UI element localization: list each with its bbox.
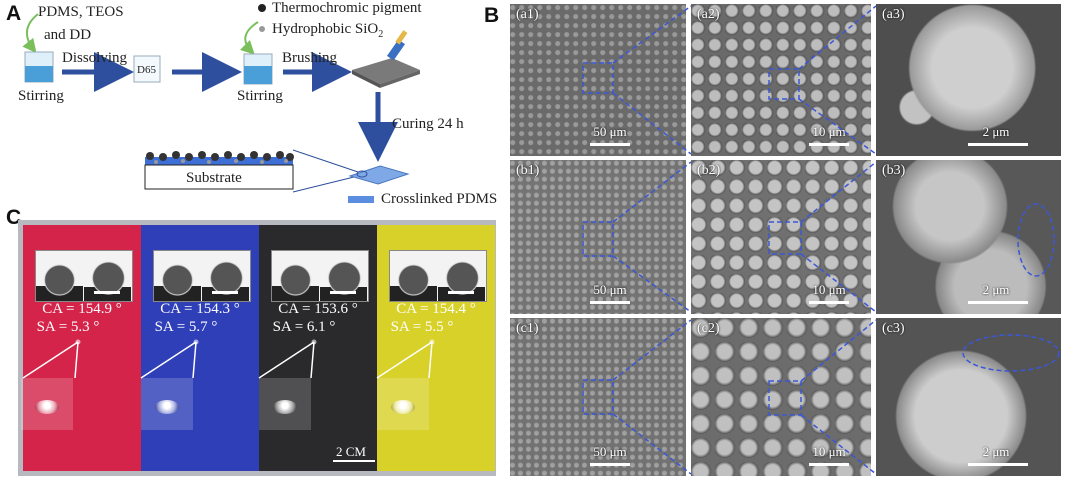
brushing-plate-icon bbox=[352, 30, 420, 88]
sliding-angle-4: SA = 5.5 ° bbox=[390, 319, 454, 335]
sliding-angle-1: SA = 5.3 ° bbox=[36, 319, 100, 335]
brushing-label: Brushing bbox=[282, 50, 338, 66]
curing-label: Curing 24 h bbox=[392, 116, 464, 132]
droplet-zoom-2 bbox=[141, 378, 193, 430]
panel-label-b: B bbox=[484, 4, 500, 27]
sliding-angle-2: SA = 5.7 ° bbox=[154, 319, 218, 335]
sem-scale-text-c1: 50 μm bbox=[593, 444, 627, 459]
sem-scale-text-c3: 2 μm bbox=[982, 444, 1010, 459]
droplet-inset-2 bbox=[153, 250, 251, 302]
sem-image-a3: (a3) 2 μm bbox=[876, 4, 1061, 156]
sem-scalebar-c2 bbox=[809, 463, 849, 466]
panel-a-schematic bbox=[22, 4, 420, 203]
sem-scalebar-b1 bbox=[590, 301, 630, 304]
sem-scale-text-b3: 2 μm bbox=[982, 282, 1010, 297]
pigment-dot-icon bbox=[258, 4, 266, 12]
sem-scalebar-c3 bbox=[968, 463, 1028, 466]
sem-image-b2: (b2) 10 μm bbox=[691, 160, 871, 314]
legend-label: Crosslinked PDMS bbox=[381, 191, 498, 207]
pigment-label: Thermochromic pigment bbox=[272, 0, 422, 16]
sem-image-c1: (c1) 50 μm bbox=[510, 318, 686, 476]
sem-label-a1: (a1) bbox=[516, 7, 539, 22]
sem-scalebar-a2 bbox=[809, 143, 849, 146]
contact-angle-2: CA = 154.3 ° bbox=[160, 301, 240, 317]
sem-label-c1: (c1) bbox=[516, 321, 539, 336]
panel-label-c: C bbox=[6, 206, 22, 229]
sem-image-c3: (c3) 2 μm bbox=[876, 318, 1061, 476]
droplet-inset-4 bbox=[389, 250, 487, 302]
sem-scale-text-b1: 50 μm bbox=[593, 282, 627, 297]
sem-label-a3: (a3) bbox=[882, 7, 905, 22]
dissolving-label: Dissolving bbox=[62, 50, 128, 66]
sem-scale-text-a1: 50 μm bbox=[593, 124, 627, 139]
sem-scale-text-c2: 10 μm bbox=[812, 444, 846, 459]
photo-scalebar bbox=[333, 460, 375, 462]
sliding-angle-3: SA = 6.1 ° bbox=[272, 319, 336, 335]
contact-angle-4: CA = 154.4 ° bbox=[396, 301, 476, 317]
sem-scalebar-b3 bbox=[968, 301, 1028, 304]
stirring-label-2: Stirring bbox=[237, 88, 283, 104]
reagents-line-1: PDMS, TEOS bbox=[38, 4, 124, 20]
droplet-zoom-3 bbox=[259, 378, 311, 430]
sem-scale-text-a2: 10 μm bbox=[812, 124, 846, 139]
sio2-label: Hydrophobic SiO2 bbox=[272, 21, 384, 40]
sem-scalebar-a1 bbox=[590, 143, 630, 146]
sem-label-c2: (c2) bbox=[697, 321, 720, 336]
sem-label-b3: (b3) bbox=[882, 163, 906, 178]
substrate-cross-section bbox=[144, 151, 294, 190]
sem-scale-text-b2: 10 μm bbox=[812, 282, 846, 297]
beaker-2-icon bbox=[243, 53, 273, 85]
sem-label-b1: (b1) bbox=[516, 163, 540, 178]
contact-angle-3: CA = 153.6 ° bbox=[278, 301, 358, 317]
coated-plate-icon bbox=[348, 165, 410, 185]
contact-angle-1: CA = 154.9 ° bbox=[42, 301, 122, 317]
green-curve-arrow-2 bbox=[239, 21, 259, 55]
stirring-label-1: Stirring bbox=[18, 88, 64, 104]
sem-scalebar-b2 bbox=[809, 301, 849, 304]
sem-image-b1: (b1) 50 μm bbox=[510, 160, 686, 314]
panel-label-a: A bbox=[6, 2, 22, 25]
beaker-1-icon bbox=[24, 51, 54, 83]
beaker-d65-icon bbox=[133, 55, 161, 83]
substrate-label: Substrate bbox=[186, 170, 242, 186]
d65-label: D65 bbox=[137, 64, 156, 76]
sem-label-a2: (a2) bbox=[697, 7, 720, 22]
droplet-zoom-4 bbox=[377, 378, 429, 430]
green-curve-arrow-1 bbox=[22, 13, 39, 54]
sem-image-c2: (c2) 10 μm bbox=[691, 318, 871, 476]
sem-image-a1: (a1) 50 μm bbox=[510, 4, 686, 156]
droplet-inset-3 bbox=[271, 250, 369, 302]
legend-swatch bbox=[348, 196, 374, 203]
sem-image-b3: (b3) 2 μm bbox=[876, 160, 1061, 314]
droplet-inset-1 bbox=[35, 250, 133, 302]
sem-scale-text-a3: 2 μm bbox=[982, 124, 1010, 139]
droplet-zoom-1 bbox=[21, 378, 73, 430]
sio2-dot-icon bbox=[259, 26, 265, 32]
sem-image-a2: (a2) 10 μm bbox=[691, 4, 871, 156]
sem-label-b2: (b2) bbox=[697, 163, 721, 178]
sem-scalebar-c1 bbox=[590, 463, 630, 466]
photo-scale-text: 2 CM bbox=[336, 444, 366, 459]
sem-label-c3: (c3) bbox=[882, 321, 905, 336]
sem-scalebar-a3 bbox=[968, 143, 1028, 146]
sio2-subscript: 2 bbox=[378, 29, 384, 40]
reagents-line-2: and DD bbox=[44, 27, 92, 43]
